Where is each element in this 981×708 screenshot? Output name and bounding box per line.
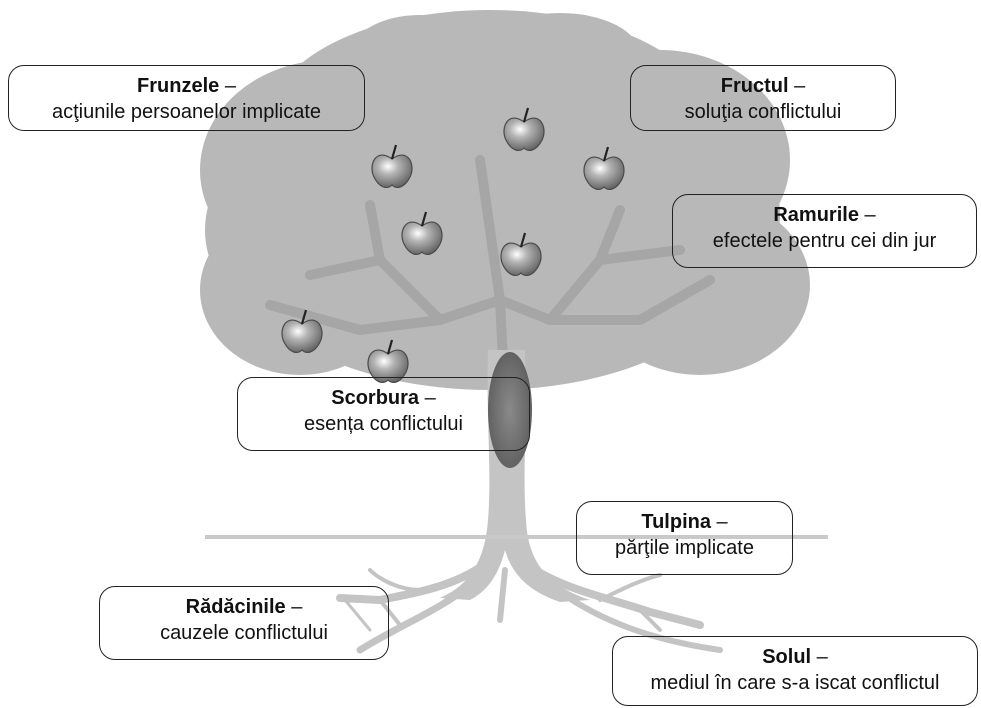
label-description: mediul în care s-a iscat conflictul — [650, 672, 940, 694]
label-description: efectele pentru cei din jur — [712, 230, 937, 252]
label-description: cauzele conflictului — [160, 622, 328, 644]
label-solul: Solul – mediul în care s-a iscat conflic… — [612, 636, 978, 706]
label-title: Scorbura — [331, 387, 420, 409]
label-dash: – — [224, 75, 236, 97]
apple-icon — [583, 146, 625, 190]
apple-icon — [281, 309, 323, 353]
label-title: Solul — [762, 646, 812, 668]
label-scorbura: Scorbura – esența conflictului — [237, 377, 530, 451]
label-frunzele: Frunzele – acţiunile persoanelor implica… — [8, 65, 365, 131]
label-dash: – — [291, 596, 303, 618]
label-description: soluţia conflictului — [684, 101, 842, 123]
apple-icon — [371, 144, 413, 188]
apple-icon — [401, 211, 443, 255]
label-dash: – — [864, 204, 876, 226]
label-dash: – — [794, 75, 806, 97]
label-title: Fructul — [720, 75, 789, 97]
apple-icon — [367, 339, 409, 383]
apples — [281, 107, 625, 383]
label-radacinile: Rădăcinile – cauzele conflictului — [99, 586, 389, 660]
label-dash: – — [424, 387, 436, 409]
roots — [336, 556, 723, 654]
label-title: Tulpina — [641, 511, 711, 533]
apple-icon — [503, 107, 545, 151]
label-title: Frunzele — [137, 75, 220, 97]
label-description: părţile implicate — [615, 537, 754, 559]
apple-icon — [500, 232, 542, 276]
label-description: acţiunile persoanelor implicate — [51, 101, 322, 123]
label-title: Rădăcinile — [185, 596, 286, 618]
label-dash: – — [716, 511, 728, 533]
label-tulpina: Tulpina – părţile implicate — [576, 501, 793, 575]
label-ramurile: Ramurile – efectele pentru cei din jur — [672, 194, 977, 268]
label-title: Ramurile — [773, 204, 859, 226]
branches — [265, 155, 715, 405]
trunk — [440, 350, 590, 602]
label-description: esența conflictului — [304, 413, 463, 435]
label-fructul: Fructul – soluţia conflictului — [630, 65, 896, 131]
label-dash: – — [816, 646, 828, 668]
